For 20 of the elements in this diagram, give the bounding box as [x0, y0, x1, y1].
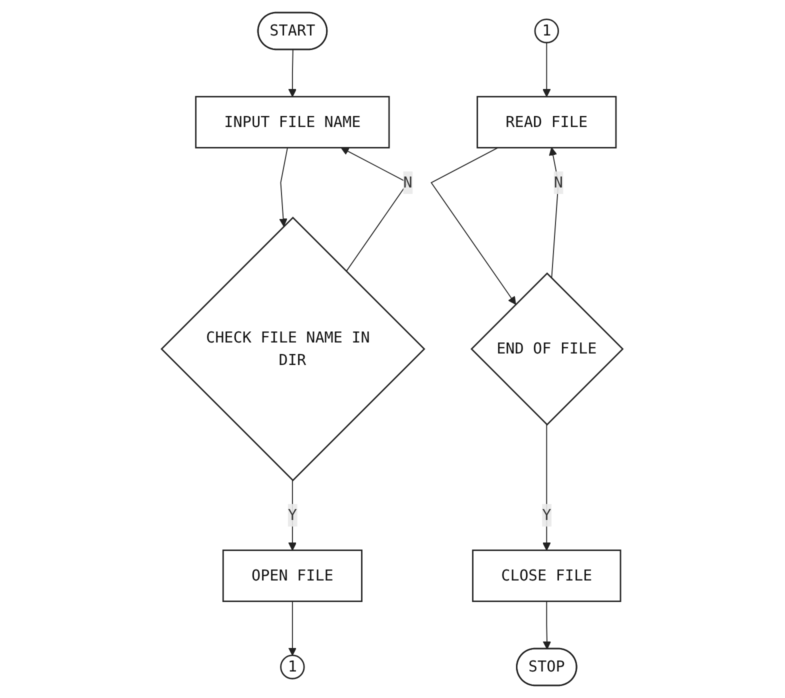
- edge-label: N: [404, 173, 413, 192]
- edge-label: N: [554, 173, 564, 192]
- node-circle: 1: [280, 654, 306, 680]
- arrow: [430, 147, 516, 305]
- node-box: OPEN FILE: [222, 550, 363, 602]
- node-diamond: CHECK FILE NAME IN DIR: [160, 216, 426, 482]
- arrow: [288, 600, 297, 656]
- arrow: [549, 147, 560, 279]
- node-circle: 1: [534, 18, 560, 44]
- edge-label: Y: [542, 506, 552, 524]
- node-box: READ FILE: [476, 96, 618, 148]
- arrow: [279, 147, 288, 227]
- arrow: [543, 600, 552, 650]
- node-diamond: END OF FILE: [470, 272, 624, 426]
- node-box: CLOSE FILE: [472, 550, 622, 602]
- arrow: [288, 49, 297, 98]
- edge-label: Y: [288, 506, 298, 524]
- arrow: [542, 424, 552, 551]
- node-box: INPUT FILE NAME: [195, 96, 390, 148]
- arrow: [542, 42, 552, 98]
